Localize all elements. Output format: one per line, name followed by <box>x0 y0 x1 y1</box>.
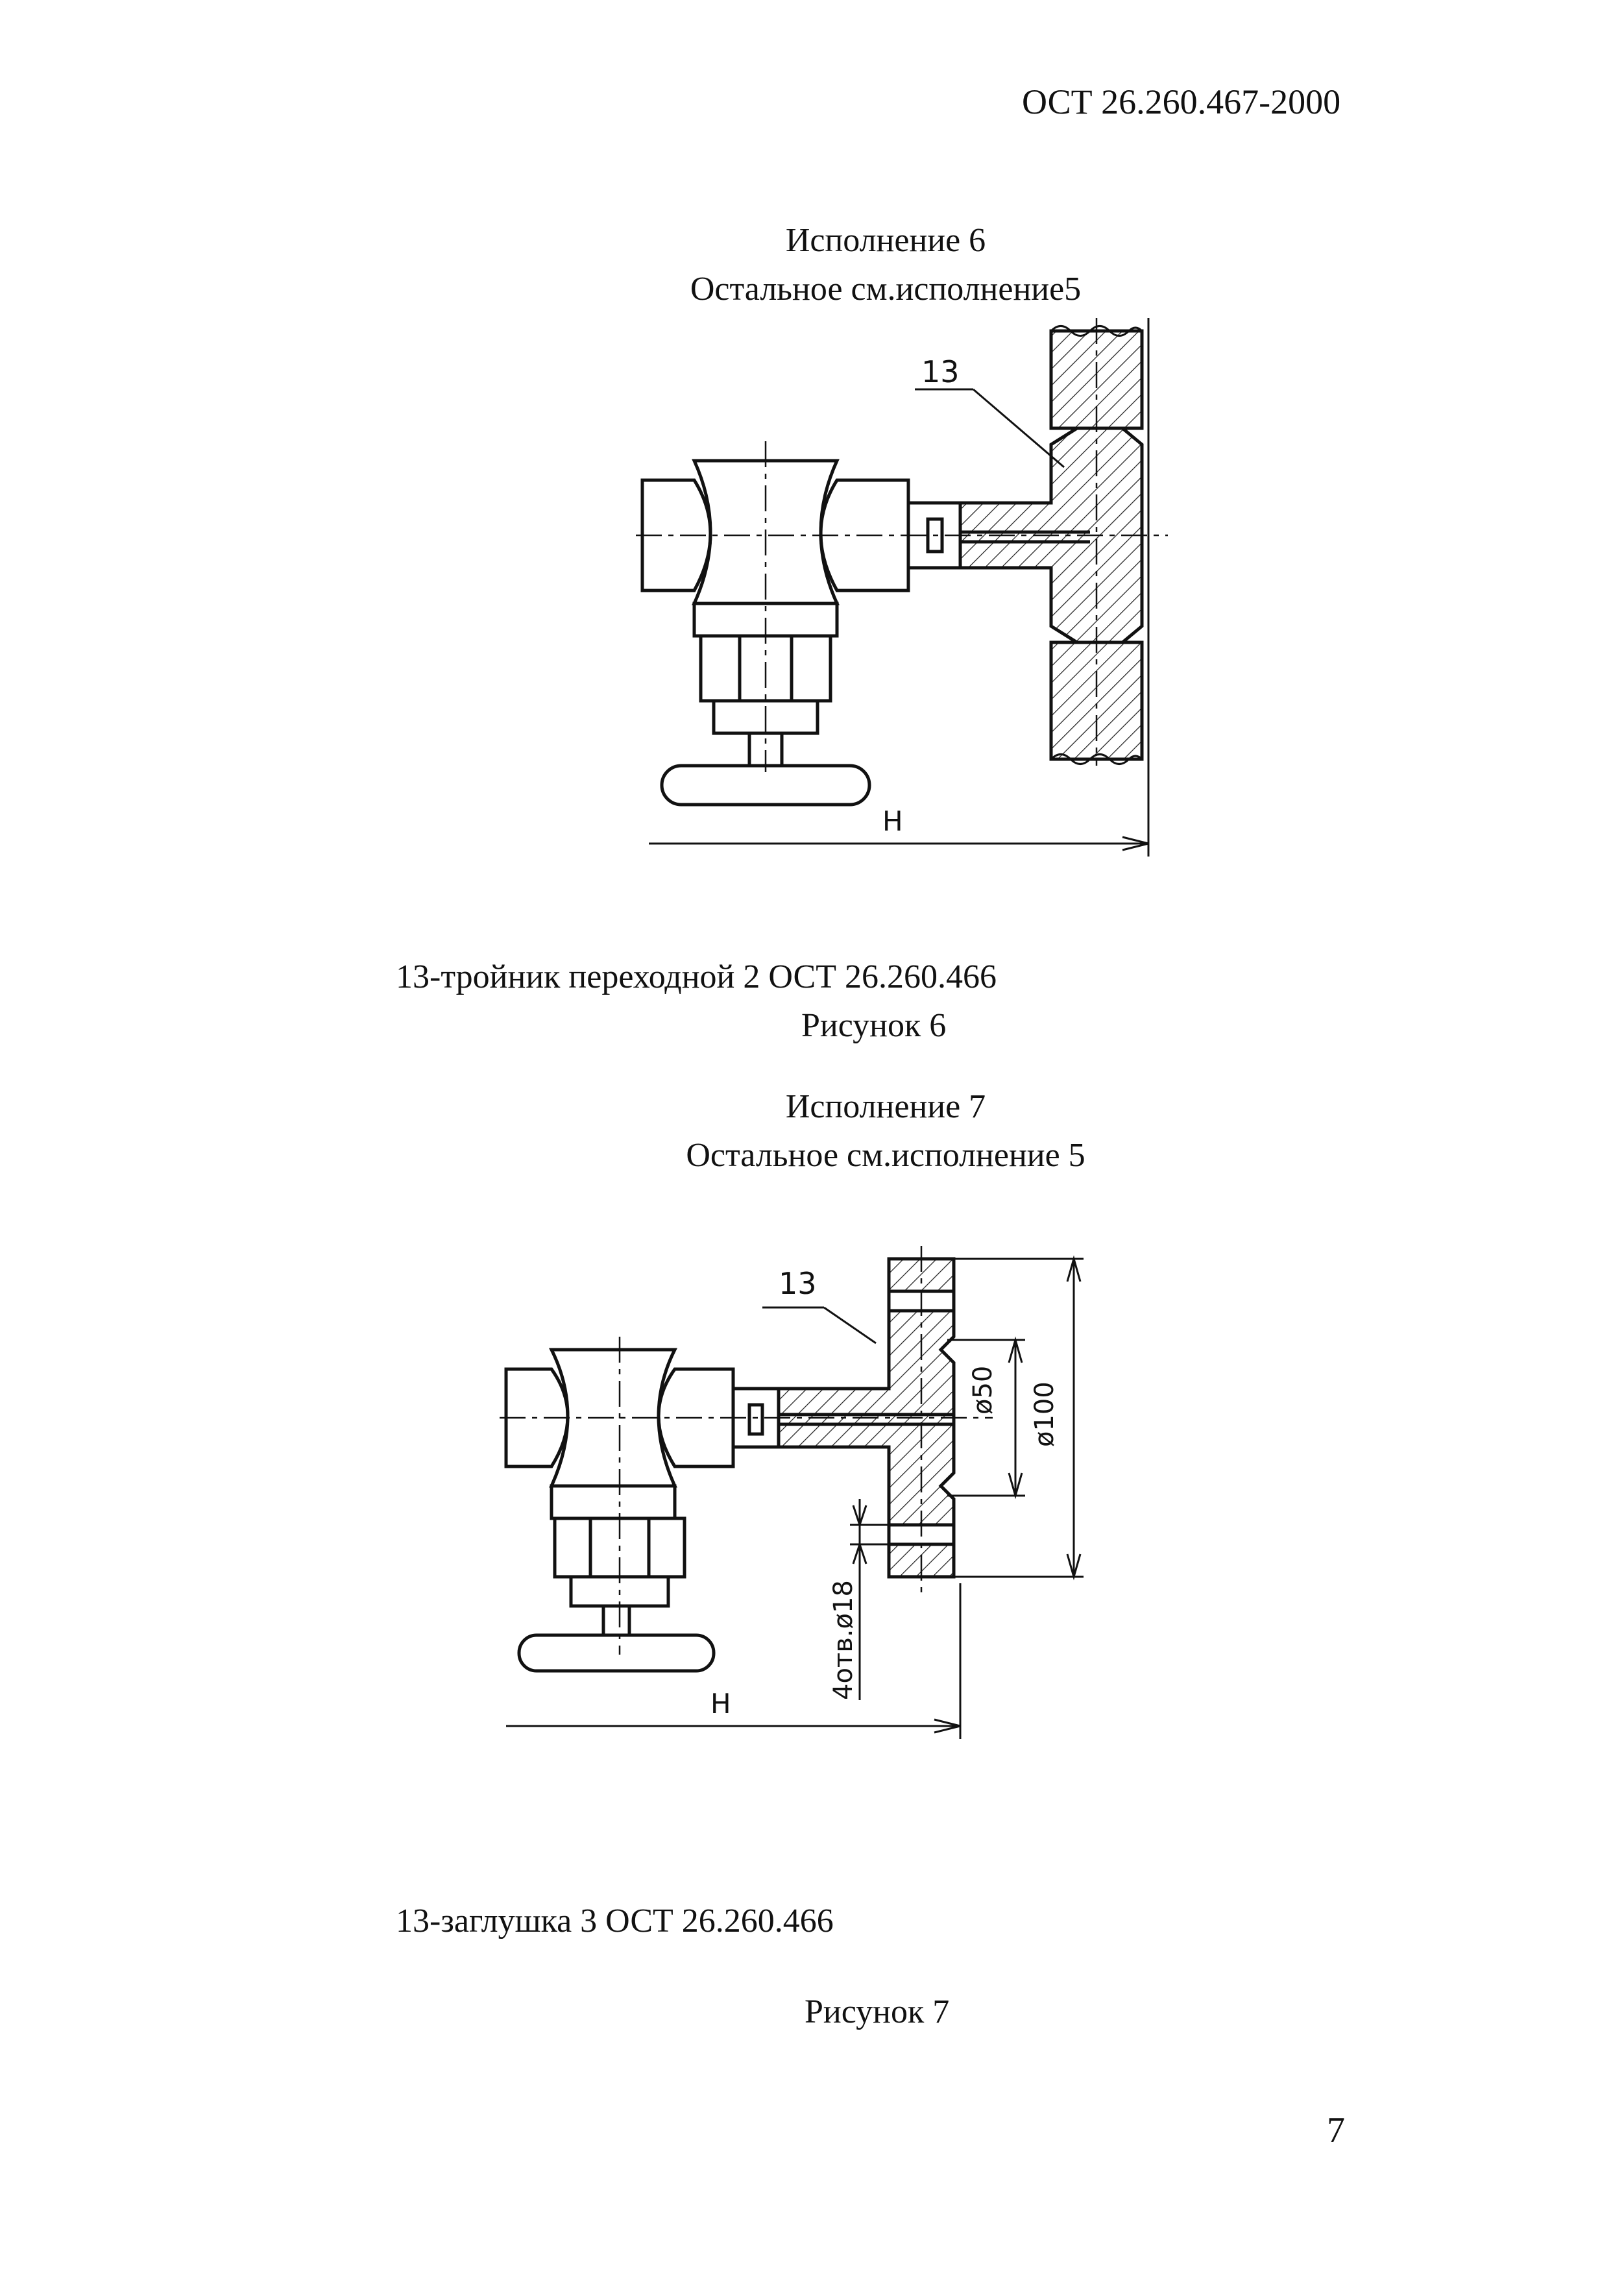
figure6-heading: Исполнение 6 <box>785 222 986 259</box>
page-number: 7 <box>1327 2110 1345 2150</box>
figure6-caption: Рисунок 6 <box>801 1007 947 1044</box>
figure7-dim-h: H <box>710 1688 731 1720</box>
figure7-legend: 13-заглушка 3 ОСТ 26.260.466 <box>396 1903 834 1939</box>
valve-right-port <box>819 478 910 592</box>
figure7-dim-holes: 4отв.ø18 <box>829 1580 858 1700</box>
figure6-legend: 13-тройник переходной 2 ОСТ 26.260.466 <box>396 958 997 995</box>
figure7-drawing <box>500 1246 1084 1739</box>
figure6-subheading: Остальное см.исполнение5 <box>690 271 1082 308</box>
document-number: ОСТ 26.260.467-2000 <box>1022 82 1341 121</box>
figure7-heading: Исполнение 7 <box>785 1088 986 1125</box>
valve-right-port <box>657 1367 735 1468</box>
figure7-dim-d50: ø50 <box>968 1365 998 1415</box>
figure7-callout-13: 13 <box>779 1266 817 1301</box>
figure6-drawing <box>636 318 1168 857</box>
figure7-dim-d100: ø100 <box>1030 1381 1060 1447</box>
figure7-subheading: Остальное см.исполнение 5 <box>686 1137 1085 1174</box>
figure6-dim-h: H <box>882 805 903 837</box>
figure6-callout-13: 13 <box>921 354 960 389</box>
figure7-caption: Рисунок 7 <box>805 1993 950 2030</box>
